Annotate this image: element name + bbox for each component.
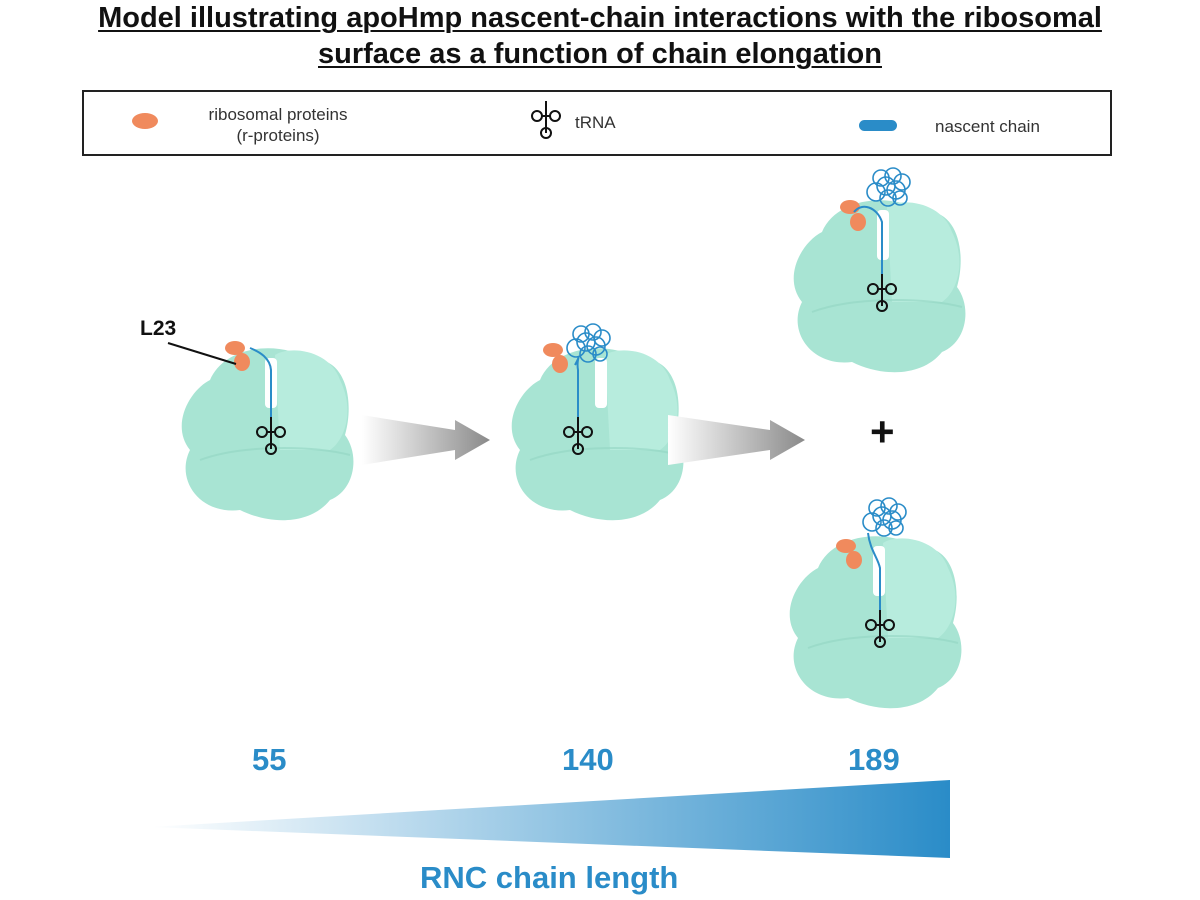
legend-r-proteins-label: ribosomal proteins (r-proteins) (178, 104, 378, 146)
r-protein (850, 213, 866, 231)
legend-r-proteins-line1: ribosomal proteins (208, 105, 348, 124)
r-protein (543, 343, 563, 357)
ribosome-140 (510, 323, 685, 522)
nascent-chain-189-b (867, 532, 881, 618)
ribosome-55 (180, 341, 355, 522)
rnc-chain-length-label: RNC chain length (420, 860, 679, 895)
chain-length-189: 189 (848, 742, 900, 777)
folded-domain (862, 497, 907, 537)
legend-nascent-chain-label: nascent chain (935, 117, 1040, 136)
elongation-arrow-2 (668, 415, 805, 465)
legend-r-protein-icon (132, 113, 158, 129)
r-protein (552, 355, 568, 373)
r-protein-l23 (225, 341, 245, 355)
nascent-chain-140 (574, 356, 580, 425)
ribosome-189-a (792, 167, 967, 374)
folded-domain (866, 167, 911, 207)
nascent-chain-55 (249, 347, 272, 425)
legend-trna-label: tRNA (575, 113, 616, 132)
l23-pointer (167, 342, 237, 365)
chain-length-55: 55 (252, 742, 287, 777)
elongation-arrow-1 (362, 415, 490, 465)
chain-length-140: 140 (562, 742, 614, 777)
legend-r-proteins-line2: (r-proteins) (236, 126, 320, 145)
figure-title-line-1: Model illustrating apoHmp nascent-chain … (98, 2, 1102, 34)
legend-nascent-chain-icon (859, 120, 897, 131)
nascent-chain-189-a (853, 205, 883, 282)
figure-title-line-2: surface as a function of chain elongatio… (318, 38, 882, 70)
r-protein (840, 200, 860, 214)
plus-sign: + (870, 408, 895, 455)
r-protein (846, 551, 862, 569)
legend-trna-icon (531, 100, 561, 139)
l23-label: L23 (140, 317, 177, 340)
legend-box (82, 90, 1112, 156)
r-protein (234, 353, 250, 371)
r-protein (836, 539, 856, 553)
chain-length-wedge (150, 780, 950, 858)
ribosome-189-b (788, 497, 963, 710)
